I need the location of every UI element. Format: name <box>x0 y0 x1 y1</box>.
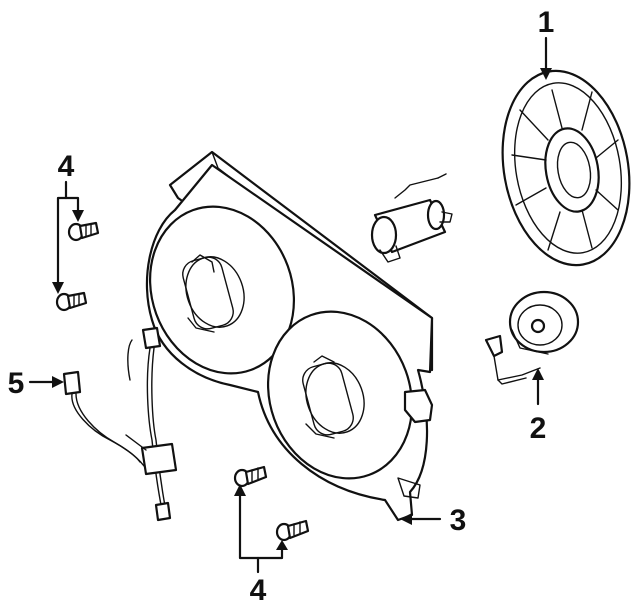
callout-label-fan-motor: 2 <box>530 412 547 445</box>
arrow-5 <box>52 376 64 388</box>
arrow-3 <box>400 513 412 525</box>
bolt-upper-b <box>55 291 88 312</box>
leader-4a <box>64 180 80 216</box>
wiring-harness <box>62 326 178 522</box>
arrow-4d <box>276 540 288 550</box>
fan-shroud <box>145 150 434 522</box>
bolt-upper-a <box>67 221 100 242</box>
arrow-4a <box>72 210 84 222</box>
callout-label-fan-blade: 1 <box>538 6 555 39</box>
callout-label-bolts-lower: 4 <box>250 574 267 607</box>
callout-label-bolts-upper: 4 <box>58 150 75 183</box>
fan-blade <box>501 69 631 267</box>
arrow-2 <box>532 368 544 380</box>
arrow-4c <box>234 484 246 496</box>
fan-motor <box>484 290 580 385</box>
leader-4b <box>56 196 68 286</box>
arrow-4b <box>52 282 64 294</box>
bolt-lower-a <box>233 465 268 488</box>
bolt-lower-b <box>275 519 310 542</box>
fan-relay <box>370 173 453 263</box>
leader-4c <box>238 492 260 574</box>
callout-label-wiring-harness: 5 <box>8 367 25 400</box>
arrow-1 <box>540 68 552 80</box>
leader-4d <box>256 546 284 560</box>
callout-label-fan-shroud: 3 <box>450 504 467 537</box>
